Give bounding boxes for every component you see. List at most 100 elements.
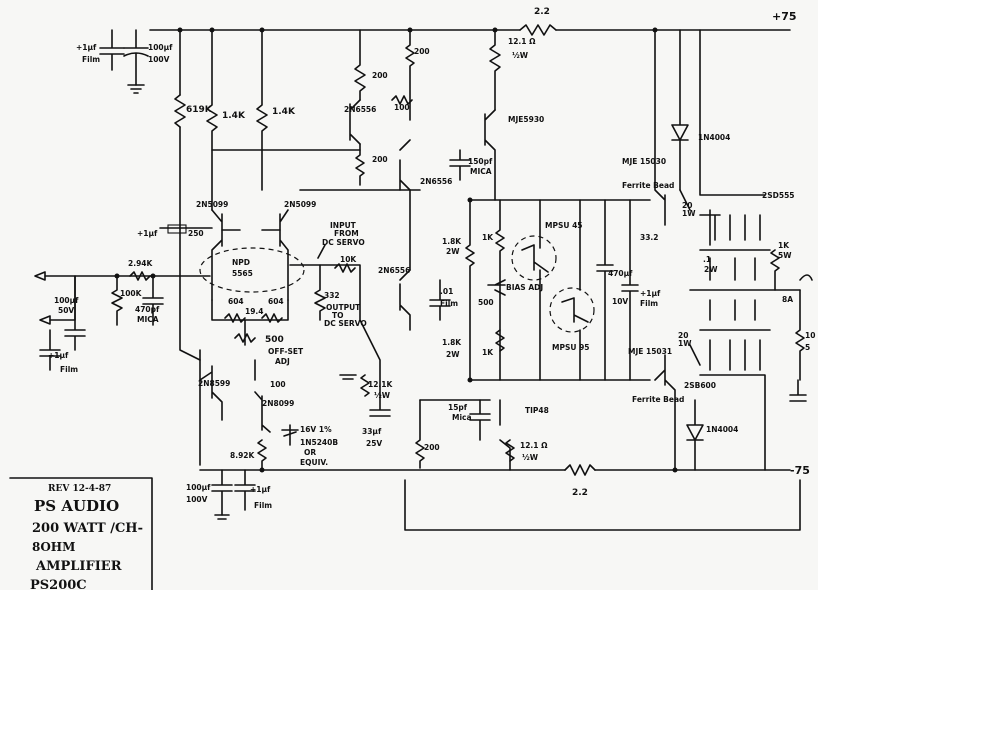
res-label: 12.1 Ω — [520, 441, 548, 450]
res-label: 604 — [268, 297, 284, 306]
title-rev: REV 12-4-87 — [48, 484, 111, 494]
note: DC SERVO — [322, 238, 365, 247]
input-stage-wiring — [174, 29, 421, 361]
res-label: ½W — [522, 453, 539, 462]
supply-decoupling-bottom — [211, 469, 256, 520]
res-label: 200 — [372, 155, 388, 164]
res-label: 2.94K — [128, 259, 154, 268]
transistor-label: 2SD555 — [762, 191, 795, 200]
transistor-label: MPSU 95 — [552, 343, 590, 352]
resistor-250 — [167, 224, 187, 234]
transistor-label: 2N8099 — [262, 399, 294, 408]
res-label: 200 — [424, 443, 440, 452]
res-label: 1K — [482, 233, 494, 242]
schematic-sheet: 2.2 +75 2.2 -75 +1µf Film 100µf 100V 619… — [9, 7, 816, 590]
cap-label: +1µf — [48, 351, 69, 360]
input-network — [34, 271, 211, 371]
cap-label: 100µf — [186, 483, 211, 492]
diode-label: EQUIV. — [300, 458, 328, 467]
res-label: 12.1 Ω — [508, 37, 536, 46]
mje5930-stage — [449, 29, 501, 201]
cap-label: 50V — [58, 306, 74, 315]
cap-label: Film — [640, 299, 658, 308]
label: OFF-SET — [268, 347, 304, 356]
pre-drivers — [654, 29, 676, 471]
title-brand: PS AUDIO — [34, 497, 119, 515]
cap-label: +1µf — [250, 485, 271, 494]
cap-label: Film — [82, 55, 100, 64]
ic-label: NPD — [232, 258, 250, 267]
cap-label: 15pf — [448, 403, 468, 412]
res-label: 5 — [805, 343, 810, 352]
transistor-label: MJE 15030 — [622, 157, 666, 166]
transistor-label: MJE5930 — [508, 115, 544, 124]
res-label: 100 — [270, 380, 286, 389]
cap-label: Film — [440, 299, 458, 308]
output-stage — [679, 29, 813, 471]
neg-rail-resistor-label: 2.2 — [572, 488, 588, 498]
label: BIAS ADJ — [506, 283, 543, 292]
bias-driver-block — [465, 199, 651, 381]
note: FROM — [334, 229, 359, 238]
dc-servo-io — [289, 244, 381, 396]
transistor-label: TIP48 — [525, 406, 549, 415]
res-label: 200 — [372, 71, 388, 80]
res-label: 250 — [188, 229, 204, 238]
res-label: 500 — [265, 335, 284, 345]
title-model: PS200C — [30, 578, 87, 590]
note: INPUT — [330, 221, 357, 230]
cap-label: 150pf — [468, 157, 493, 166]
diodes — [671, 29, 704, 471]
res-label: 2W — [446, 247, 460, 256]
negative-rail-label: -75 — [790, 464, 810, 477]
transistor-label: 2N6556 — [420, 177, 452, 186]
cap-label: 33µf — [362, 427, 382, 436]
title-load: 8OHM — [32, 540, 75, 554]
schematic-drawing: 2.2 +75 2.2 -75 +1µf Film 100µf 100V 619… — [9, 7, 815, 590]
cap-label: 100V — [186, 495, 208, 504]
cap-label: MICA — [137, 315, 159, 324]
current-source — [199, 349, 391, 471]
title-power: 200 WATT /CH- — [32, 521, 143, 536]
note: Ferrite Bead — [632, 395, 684, 404]
cap-label: Mica — [452, 413, 472, 422]
label: ADJ — [275, 357, 290, 366]
positive-rail — [149, 24, 791, 36]
supply-decoupling-top — [99, 29, 149, 94]
res-label: 1W — [682, 209, 696, 218]
cap-label: Film — [60, 365, 78, 374]
bottom-loop — [404, 479, 801, 531]
transistor-label: 2N5099 — [196, 200, 228, 209]
note: Ferrite Bead — [622, 181, 674, 190]
res-label: 5W — [778, 251, 792, 260]
rail-resistor-label: 2.2 — [534, 7, 550, 17]
ic-label: 5565 — [232, 269, 253, 278]
cap-label: 10V — [612, 297, 628, 306]
res-label: 19.4 — [245, 307, 264, 316]
negative-rail — [199, 464, 791, 476]
res-label: 604 — [228, 297, 244, 306]
res-label: 1.4K — [222, 111, 246, 121]
cap-label: 25V — [366, 439, 382, 448]
res-label: 500 — [478, 298, 494, 307]
res-label: 1.8K — [442, 338, 462, 347]
res-label: ½W — [512, 51, 529, 60]
res-label: ½W — [374, 391, 391, 400]
diode-label: 1N5240B — [300, 438, 338, 447]
res-label: 8.92K — [230, 451, 256, 460]
res-label: 100 — [394, 103, 410, 112]
cap-label: 470pf — [135, 305, 160, 314]
res-label: 1.8K — [442, 237, 462, 246]
res-label: 12.1K — [368, 380, 394, 389]
cap-label: 100µf — [148, 43, 173, 52]
res-label: 1K — [778, 241, 790, 250]
cap-label: .01 — [440, 287, 453, 296]
transistor-label: MJE 15031 — [628, 347, 672, 356]
transistor-label: 2N8599 — [198, 379, 230, 388]
note: OUTPUT — [326, 303, 361, 312]
res-label: 20 — [682, 201, 692, 210]
cap-label: MICA — [470, 167, 492, 176]
res-label: 2W — [704, 265, 718, 274]
res-label: 1W — [678, 339, 692, 348]
note: TO — [332, 311, 344, 320]
